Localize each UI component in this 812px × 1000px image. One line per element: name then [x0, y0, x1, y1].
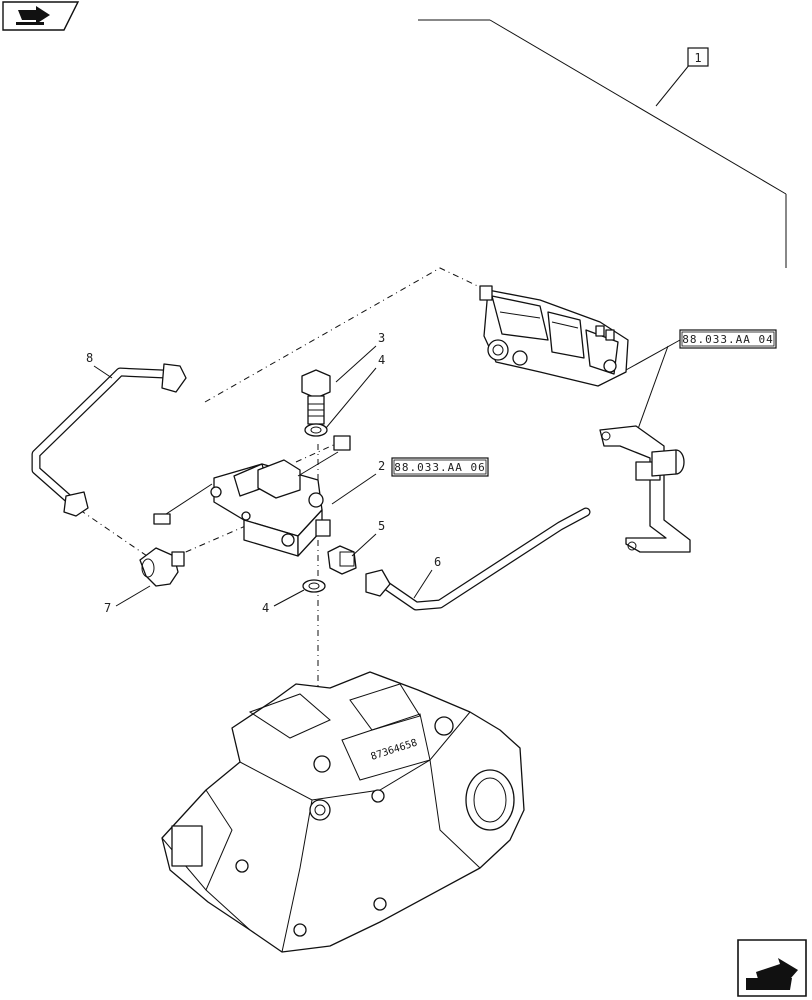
callout-8: 8: [86, 351, 113, 379]
svg-text:5: 5: [378, 519, 385, 533]
svg-text:88.033.AA 04: 88.033.AA 04: [682, 333, 773, 346]
callout-7: 7: [104, 585, 151, 615]
pipe-6: [365, 507, 591, 611]
washer-4-upper: [304, 423, 328, 437]
callout-5: 5: [351, 519, 385, 557]
svg-text:2: 2: [378, 459, 385, 473]
callout-6: 6: [413, 555, 441, 599]
reference-88-033-aa-06[interactable]: 88.033.AA 06: [391, 457, 489, 477]
adapter-5: [327, 545, 357, 575]
washer-4-lower: [302, 579, 326, 593]
lift-housing: 87364658: [161, 671, 525, 953]
callout-1-guide: [418, 19, 787, 268]
pipe-8: [31, 363, 187, 517]
callout-4-upper: 4: [325, 353, 385, 429]
svg-text:88.033.AA 06: 88.033.AA 06: [394, 461, 485, 474]
callout-2: 2: [331, 459, 385, 505]
svg-text:1: 1: [694, 51, 701, 65]
svg-text:4: 4: [262, 601, 269, 615]
book-arrow-icon[interactable]: [2, 1, 80, 31]
svg-text:6: 6: [434, 555, 441, 569]
svg-text:7: 7: [104, 601, 111, 615]
callout-4-lower: 4: [262, 589, 305, 615]
elbow-fitting-7: [139, 547, 185, 587]
control-valve: [479, 285, 629, 387]
next-page-arrow-icon[interactable]: [737, 939, 807, 997]
banjo-bolt-3: [301, 369, 331, 425]
svg-text:3: 3: [378, 331, 385, 345]
svg-text:8: 8: [86, 351, 93, 365]
callout-3: 3: [335, 331, 385, 383]
valve-block-2: [153, 435, 351, 557]
callout-1: 1: [687, 47, 709, 67]
mounting-bracket: [599, 425, 691, 553]
svg-text:4: 4: [378, 353, 385, 367]
reference-88-033-aa-04[interactable]: 88.033.AA 04: [679, 329, 777, 349]
